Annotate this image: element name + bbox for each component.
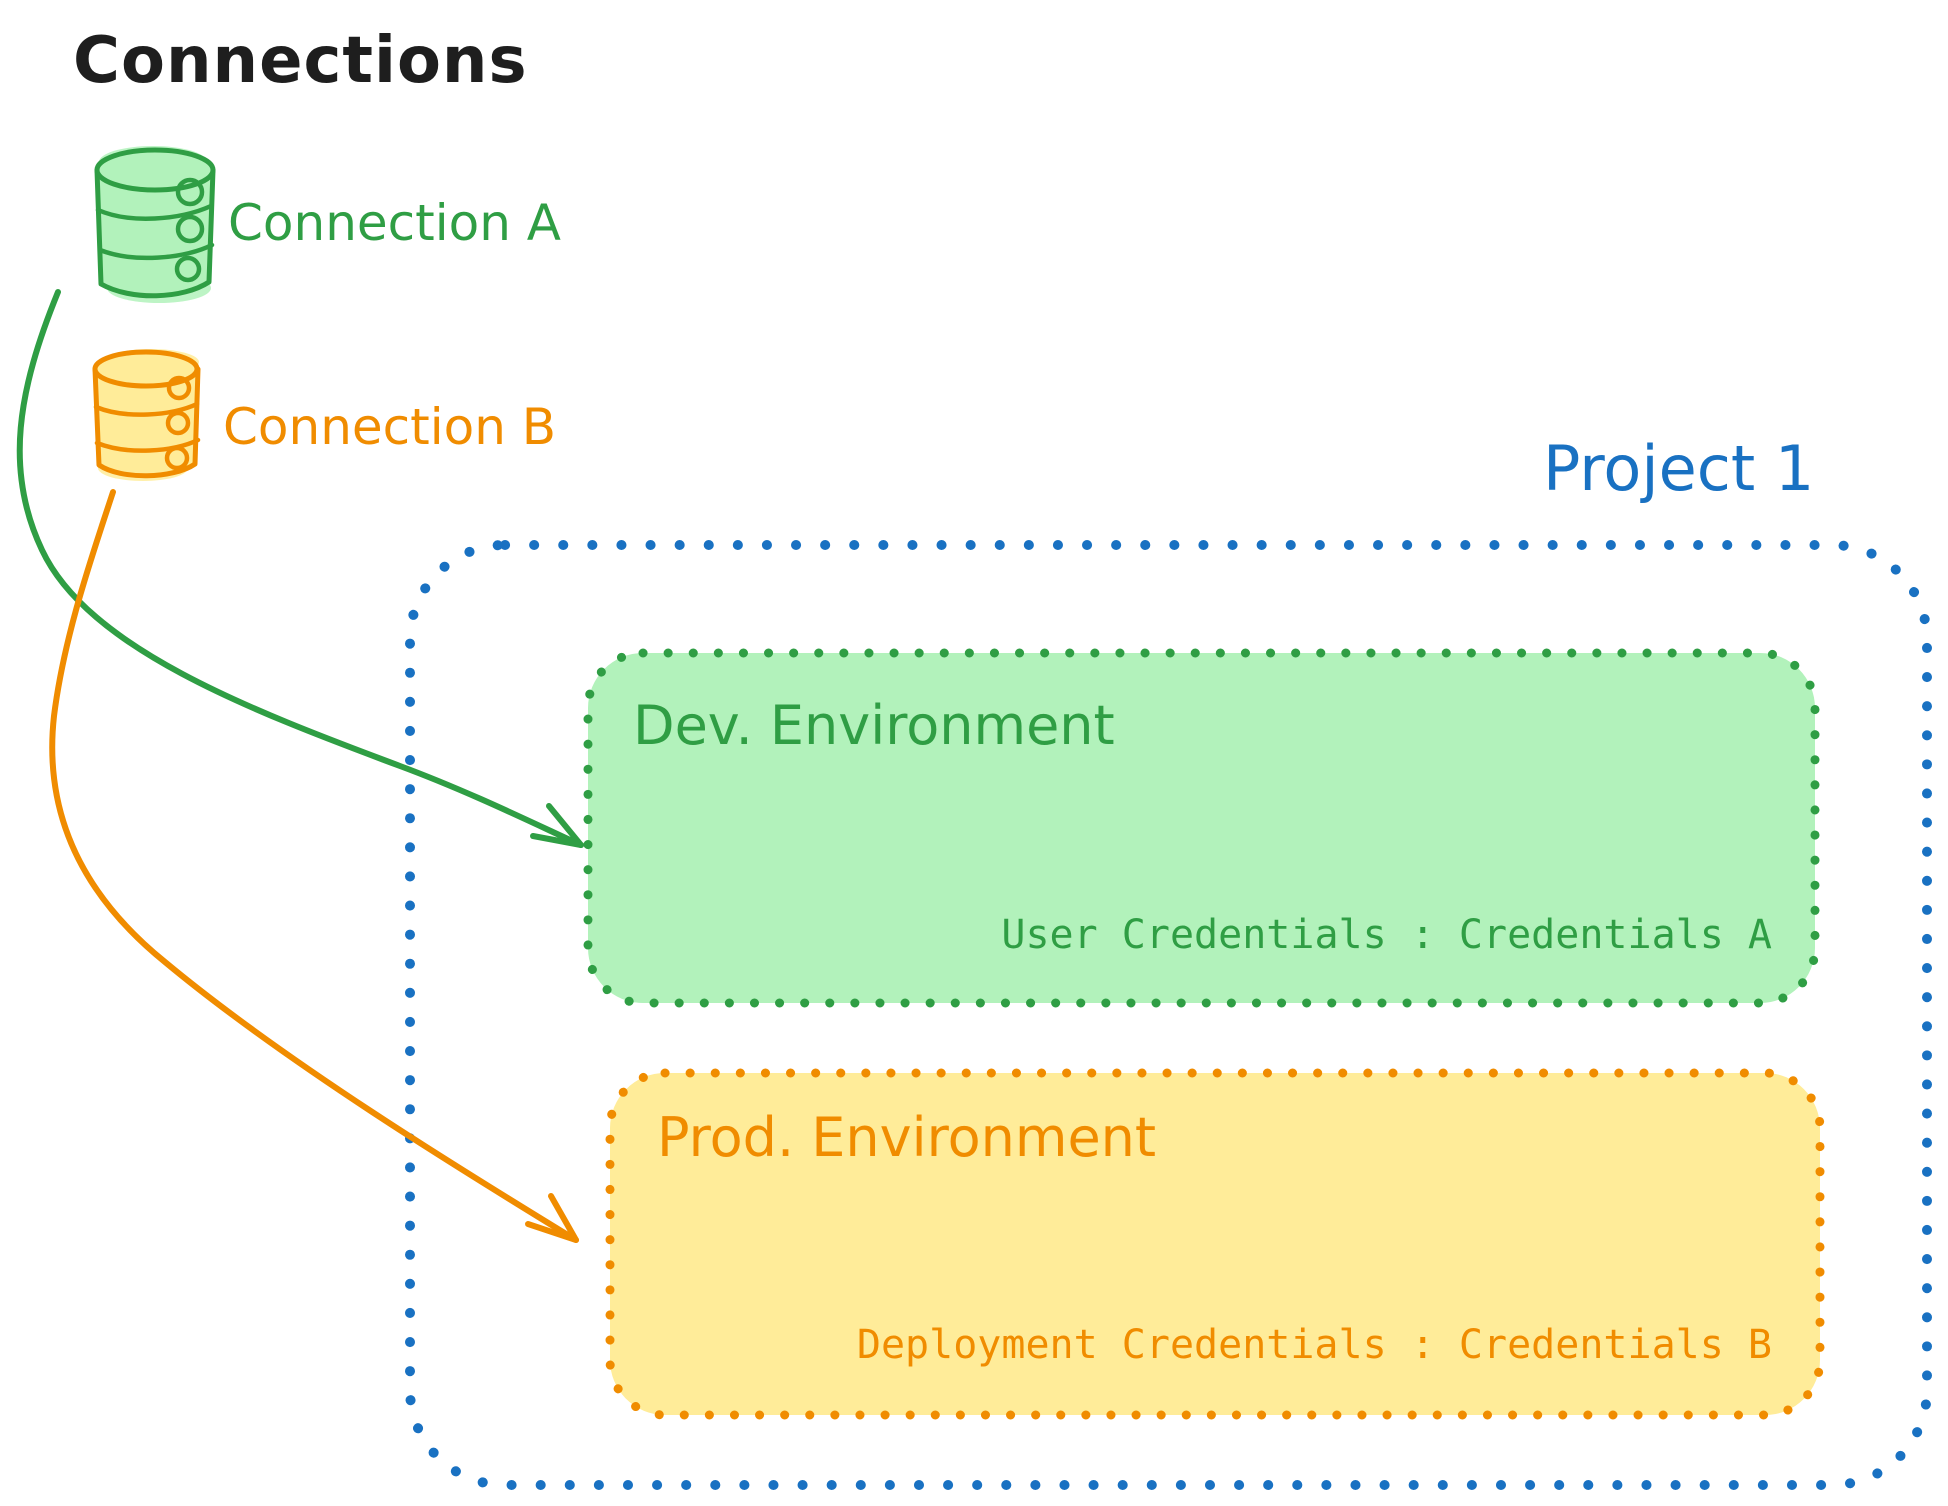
database-divider <box>95 203 214 221</box>
database-led <box>174 255 202 283</box>
arrow-head <box>525 1193 579 1243</box>
connection-a-to-dev-arrow <box>16 289 584 848</box>
database-divider <box>93 401 200 417</box>
arrow-shaft <box>49 489 579 1243</box>
connection-a-database-icon <box>94 146 216 303</box>
database-led <box>166 375 192 401</box>
connection-b-label: Connection B <box>223 398 556 456</box>
database-top <box>92 349 200 389</box>
database-led <box>164 445 190 471</box>
dev-environment-credentials: User Credentials : Credentials A <box>1001 912 1772 958</box>
prod-environment-label: Prod. Environment <box>657 1106 1156 1169</box>
dev-environment-box <box>583 648 1820 1008</box>
connection-b-to-prod-arrow <box>49 489 579 1243</box>
arrow-head <box>530 803 584 848</box>
connection-b-database-icon <box>92 349 201 481</box>
database-led <box>175 177 205 207</box>
database-divider <box>97 242 215 261</box>
database-led <box>165 410 191 436</box>
connections-title: Connections <box>73 24 528 98</box>
arrow-shaft <box>16 289 584 848</box>
prod-environment-credentials: Deployment Credentials : Credentials B <box>857 1322 1772 1368</box>
connection-a-label: Connection A <box>228 194 561 252</box>
dev-environment-label: Dev. Environment <box>633 694 1115 757</box>
database-led <box>175 214 205 244</box>
project-label: Project 1 <box>1543 432 1814 505</box>
prod-environment-box <box>605 1068 1825 1420</box>
database-divider <box>94 437 201 453</box>
